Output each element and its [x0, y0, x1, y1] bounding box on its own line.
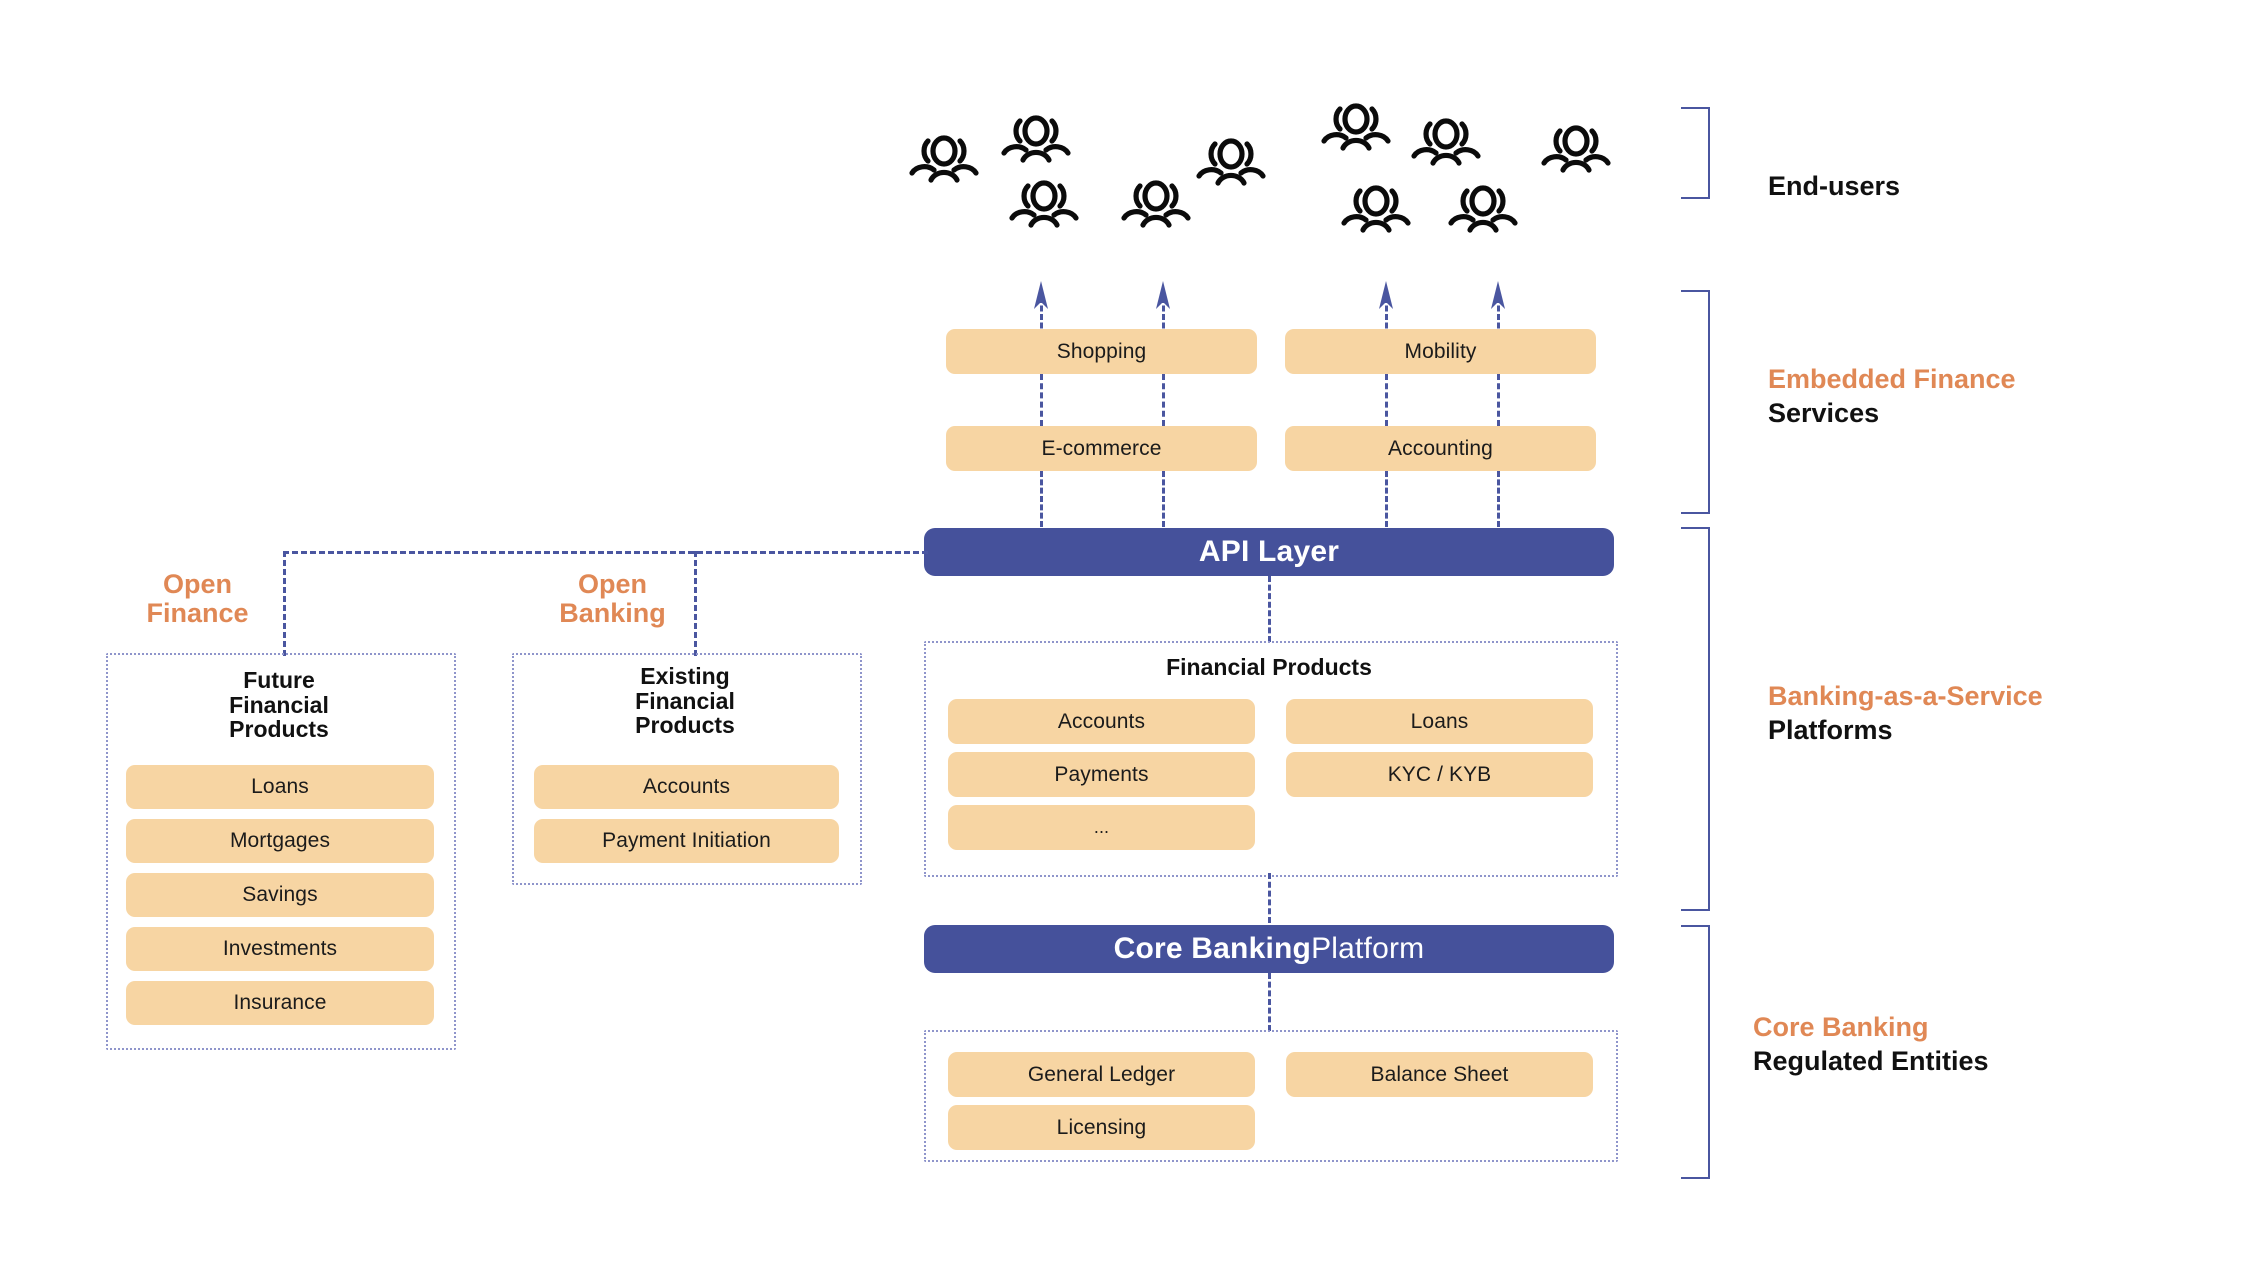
ob-pill-payment-initiation[interactable]: Payment Initiation	[534, 819, 839, 863]
of-pill-savings[interactable]: Savings	[126, 873, 434, 917]
connector-mobility-to-users-left	[1385, 297, 1388, 337]
connector-accounting-to-mobility	[1385, 374, 1388, 426]
core-platform-label-bold: Core Banking	[1113, 932, 1312, 965]
fp-pill-loans[interactable]: Loans	[1286, 699, 1593, 744]
bracket-core-banking	[1681, 925, 1710, 1179]
bracket-baas	[1681, 527, 1710, 911]
tier-label-core-plain: Regulated Entities	[1753, 1045, 1989, 1076]
service-pill-ecommerce[interactable]: E-commerce	[946, 426, 1257, 471]
connector-api-to-ecommerce-b	[1162, 471, 1165, 527]
user-group-icon	[908, 130, 980, 190]
open-finance-group-title: Future Financial Products	[106, 668, 452, 742]
tier-label-baas-plain: Platforms	[1768, 714, 1893, 745]
financial-products-title: Financial Products	[924, 655, 1614, 680]
connector-api-to-accounting	[1385, 471, 1388, 527]
financial-products-title-text: Financial Products	[1166, 654, 1372, 680]
connector-spine-horizontal	[283, 551, 928, 554]
core-entities-group	[924, 1030, 1618, 1162]
core-platform-label-light: Platform	[1311, 932, 1425, 965]
connector-drop-open-banking	[694, 551, 697, 656]
tier-label-core-accent: Core Banking	[1753, 1012, 1929, 1042]
core-pill-balance-sheet[interactable]: Balance Sheet	[1286, 1052, 1593, 1097]
bracket-embedded	[1681, 290, 1710, 514]
of-pill-mortgages[interactable]: Mortgages	[126, 819, 434, 863]
connector-api-to-financial-products	[1268, 576, 1271, 642]
connector-drop-open-finance	[283, 551, 286, 656]
of-title-line1: Future	[243, 667, 315, 693]
tier-label-embedded: Embedded Finance Services	[1768, 363, 2016, 431]
tier-label-end-users-plain: End-users	[1768, 171, 1901, 201]
of-title-line2: Financial	[229, 691, 329, 718]
user-group-icon	[1540, 120, 1612, 180]
connector-shopping-to-users-right	[1162, 297, 1165, 337]
connector-financial-products-to-core	[1268, 873, 1271, 923]
financial-products-group	[924, 641, 1618, 877]
connector-ecommerce-to-shopping	[1040, 374, 1043, 426]
connector-mobility-to-users-right	[1497, 297, 1500, 337]
connector-shopping-to-users-left	[1040, 297, 1043, 337]
user-group-icon	[1195, 133, 1267, 193]
open-banking-label-line2: Banking	[559, 598, 666, 629]
open-banking-label: Open Banking	[525, 569, 700, 629]
tier-label-baas: Banking-as-a-Service Platforms	[1768, 680, 2043, 748]
of-title-line3: Products	[229, 716, 329, 743]
service-pill-shopping[interactable]: Shopping	[946, 329, 1257, 374]
tier-label-core-banking: Core Banking Regulated Entities	[1753, 1011, 1989, 1079]
core-banking-platform-bar[interactable]: Core Banking Platform	[924, 925, 1614, 973]
api-layer-label: API Layer	[1198, 535, 1340, 568]
open-banking-group-title: Existing Financial Products	[512, 664, 858, 738]
user-group-icon	[1447, 180, 1519, 240]
of-pill-loans[interactable]: Loans	[126, 765, 434, 809]
connector-api-to-ecommerce	[1040, 471, 1043, 527]
of-pill-insurance[interactable]: Insurance	[126, 981, 434, 1025]
tier-label-embedded-accent: Embedded Finance	[1768, 364, 2016, 394]
open-banking-group	[512, 653, 862, 885]
api-layer-bar[interactable]: API Layer	[924, 528, 1614, 576]
user-group-icon	[1000, 110, 1072, 170]
bracket-end-users	[1681, 107, 1710, 199]
service-pill-accounting[interactable]: Accounting	[1285, 426, 1596, 471]
tier-label-baas-accent: Banking-as-a-Service	[1768, 681, 2043, 711]
user-group-icon	[1410, 113, 1482, 173]
connector-ecommerce-to-shopping-b	[1162, 374, 1165, 426]
open-finance-group	[106, 653, 456, 1050]
core-pill-licensing[interactable]: Licensing	[948, 1105, 1255, 1150]
ob-title-line2: Financial	[635, 687, 735, 714]
fp-pill-more[interactable]: ...	[948, 805, 1255, 850]
user-group-icon	[1320, 98, 1392, 158]
fp-pill-kyc-kyb[interactable]: KYC / KYB	[1286, 752, 1593, 797]
open-banking-label-line1: Open	[577, 569, 647, 599]
connector-core-to-entities	[1268, 973, 1271, 1031]
open-finance-label-line1: Open	[162, 569, 232, 599]
user-group-icon	[1340, 180, 1412, 240]
fp-pill-accounts[interactable]: Accounts	[948, 699, 1255, 744]
tier-label-end-users: End-users	[1768, 170, 1900, 204]
open-finance-label: Open Finance	[115, 569, 280, 629]
ob-title-line1: Existing	[640, 663, 730, 689]
core-pill-general-ledger[interactable]: General Ledger	[948, 1052, 1255, 1097]
connector-accounting-to-mobility-b	[1497, 374, 1500, 426]
of-pill-investments[interactable]: Investments	[126, 927, 434, 971]
user-group-icon	[1008, 175, 1080, 235]
ob-title-line3: Products	[635, 712, 735, 739]
tier-label-embedded-plain: Services	[1768, 397, 1880, 428]
connector-api-to-accounting-b	[1497, 471, 1500, 527]
user-group-icon	[1120, 175, 1192, 235]
open-finance-label-line2: Finance	[146, 598, 249, 629]
fp-pill-payments[interactable]: Payments	[948, 752, 1255, 797]
ob-pill-accounts[interactable]: Accounts	[534, 765, 839, 809]
service-pill-mobility[interactable]: Mobility	[1285, 329, 1596, 374]
